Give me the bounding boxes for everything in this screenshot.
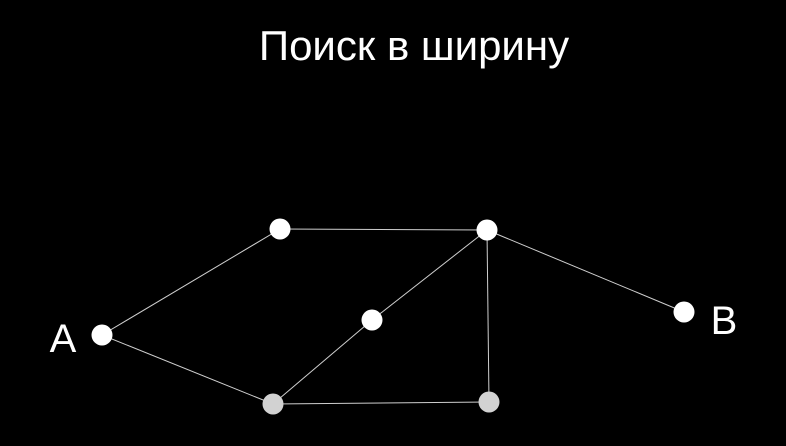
graph-node-B	[673, 301, 695, 323]
node-label-A: A	[50, 317, 77, 361]
graph-node-n3	[361, 309, 383, 331]
edge-A-n4	[101, 334, 274, 405]
graph-node-A	[91, 324, 113, 346]
edges-layer	[101, 228, 685, 405]
edge-n1-n2	[279, 228, 488, 231]
node-label-B: B	[711, 299, 738, 343]
graph-node-n1	[269, 218, 291, 240]
edge-n2-n3	[371, 229, 488, 321]
edge-n2-B	[486, 229, 685, 313]
graph-node-n4	[262, 393, 284, 415]
edge-n4-n5	[272, 401, 490, 405]
graph-node-n2	[476, 219, 498, 241]
nodes-layer	[91, 218, 695, 415]
graph-node-n5	[478, 391, 500, 413]
edge-A-n1	[101, 228, 281, 336]
edge-n3-n4	[272, 319, 373, 405]
edge-n2-n5	[486, 229, 490, 403]
page-title: Поиск в ширину	[258, 22, 570, 69]
